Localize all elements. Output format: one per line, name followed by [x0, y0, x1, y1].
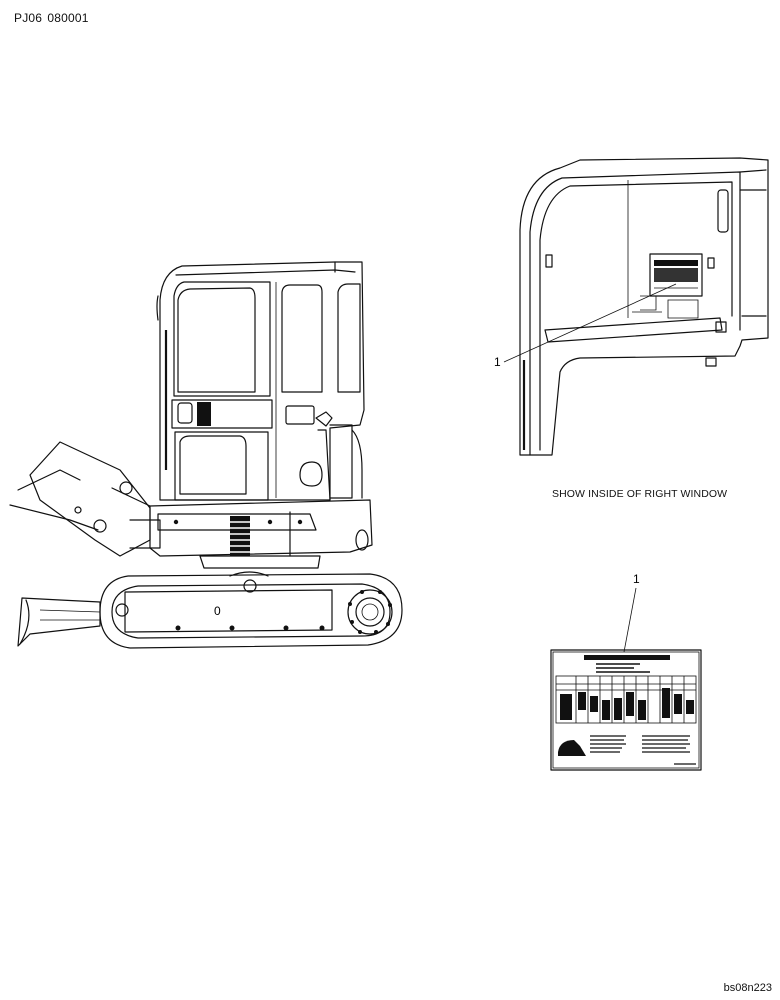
- cab-interior-illustration: 1: [494, 157, 769, 456]
- decal-callout-number: 1: [633, 572, 640, 586]
- cab-callout-number: 1: [494, 355, 501, 369]
- drawing-code: PJ06 080001: [14, 11, 92, 25]
- track-mark: 0: [214, 604, 221, 618]
- lifting-capacity-decal: 1: [550, 572, 702, 771]
- drawing-reference: bs08n223: [723, 982, 772, 994]
- view-caption: SHOW INSIDE OF RIGHT WINDOW: [552, 488, 728, 500]
- excavator-illustration: 0: [9, 261, 403, 649]
